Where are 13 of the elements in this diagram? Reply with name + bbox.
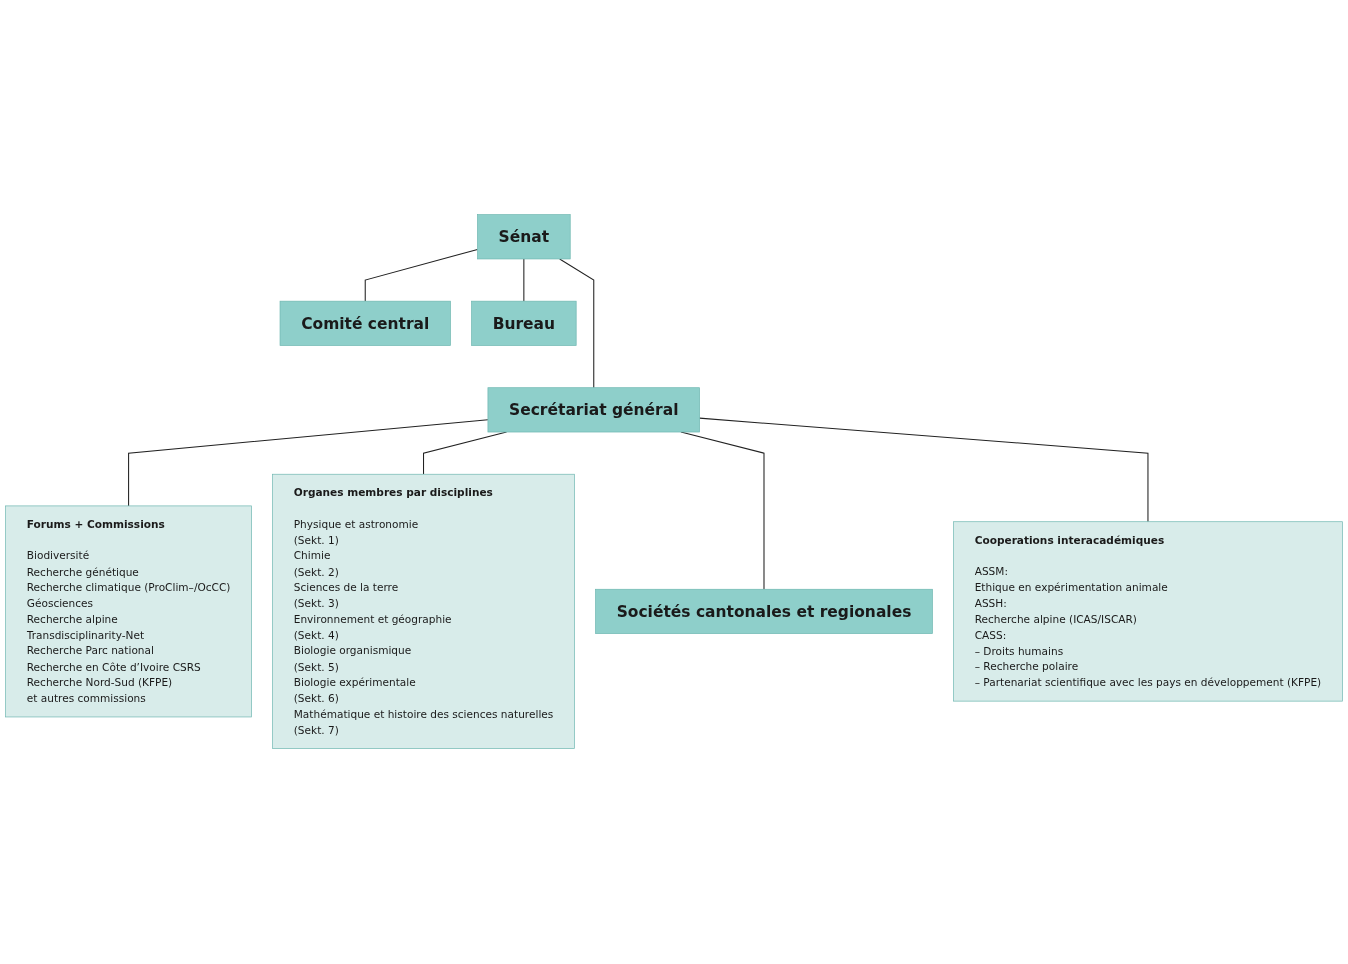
connector (364, 249, 478, 303)
connector (699, 417, 1149, 523)
node-box: Cooperations interacadémiques ASSM: Ethique en expérimentation animale ASSH: Recherche alpine (ICAS/ISCAR) CASS: – Droits humains – Recherche polaire – Partenariat scientifique avec les pays en développement (KFPE) (953, 521, 1343, 702)
node-box: Organes membres par disciplines Physique et astronomie (Sekt. 1) Chimie (Sekt. 2) Sciences de la terre (Sekt. 3) Environnement et géographie (Sekt. 4) Biologie organismique (Sekt. 5) Biologie expérimentale (Sekt. 6) Mathématique et histoire des sciences naturelles (Sekt. 7) (272, 474, 575, 750)
connector (559, 258, 595, 389)
node-box: Sénat (477, 214, 571, 260)
node-box: Sociétés cantonales et regionales (595, 589, 933, 635)
connector (128, 419, 489, 507)
connector (523, 258, 525, 303)
node-box: Comité central (279, 301, 451, 347)
node-box: Forums + Commissions Biodiversité Recherche génétique Recherche climatique (ProClim–/OcCC) Géosciences Recherche alpine Transdisciplinarity-Net Recherche Parc national Recherche en Côte d’Ivoire CSRS Recherche Nord-Sud (KFPE) et autres commissions (5, 505, 252, 718)
node-box: Bureau (471, 301, 577, 347)
node-box: Secrétariat général (487, 387, 700, 433)
